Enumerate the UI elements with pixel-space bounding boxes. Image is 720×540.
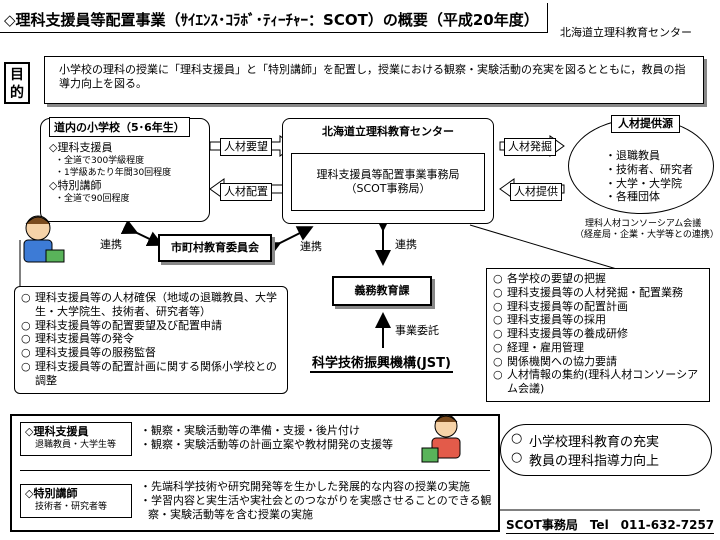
label-commission: 事業委託 [395,324,439,337]
lecturer-item: ・先端科学技術や研究開発等を生かした発展的な内容の授業の実施 [140,480,470,493]
center-tasks-box: 各学校の要望の把握 理科支援員等の人材発掘・配置業務 理科支援員等の配置計画 理… [486,268,710,402]
jst-label: 科学技術振興機構(JST) [310,352,453,373]
link-municipal-center [263,226,314,257]
center-task: 各学校の要望の把握 [493,272,703,286]
label-link-1: 連携 [100,238,122,251]
school-item-2: ・1学級あたり年間30回程度 [55,167,172,178]
scot-office-box: 理科支援員等配置事業事務局 （SCOT事務局） [291,153,485,211]
label-request: 人材要望 [220,138,272,156]
municipal-board-box: 市町村教育委員会 [158,234,272,262]
lecturer-item: ・学習内容と実生活や実社会とのつながりを実感させることのできる観察・実験活動等を… [140,493,492,521]
supporter-title: ◇理科支援員 [25,425,89,438]
center-task: 理科支援員等の採用 [493,313,703,327]
supporter-item: ・観察・実験活動等の計画立案や教材開発の支援等 [140,437,393,451]
center-org-box: 北海道立理科教育センター 理科支援員等配置事業事務局 （SCOT事務局） [282,118,494,224]
label-discovery: 人材発掘 [504,138,556,156]
org-top-right: 北海道立理科教育センター [560,26,692,39]
municipal-task: 理科支援員等の発令 [21,332,281,346]
municipal-task: 理科支援員等の配置要望及び配置申請 [21,319,281,333]
consortium-line2: （経産局・企業・大学等との連携） [575,230,719,240]
outcome-item: 教員の理科指導力向上 [511,450,701,469]
purpose-label-text: 目的 [10,67,24,101]
resource-ellipse: 人材提供源 ・退職教員 ・技術者、研究者 ・大学・大学院 ・各種団体 [568,115,714,214]
resource-item-1: ・技術者、研究者 [605,162,693,176]
label-link-2: 連携 [300,240,322,253]
municipal-tasks-box: 理科支援員等の人材確保（地域の退職教員、大学生・大学院生、技術者、研究者等） 理… [14,286,288,394]
school-box: 道内の小学校（5･6年生） ◇理科支援員 ・全道で300学級程度 ・1学級あたり… [40,117,210,222]
consortium-line1: 理科人材コンソーシアム会議 [585,219,702,229]
bottom-divider [20,470,490,471]
municipal-task: 理科支援員等の服務監督 [21,346,281,360]
resource-item-0: ・退職教員 [605,149,660,162]
label-provision: 人材提供 [510,183,562,201]
resource-title: 人材提供源 [611,115,680,133]
resource-item-2: ・大学・大学院 [605,176,682,190]
purpose-box: 小学校の理科の授業に「理科支援員」と「特別講師」を配置し，授業における観察・実験… [44,56,704,104]
center-task: 理科支援員等の人材発掘・配置業務 [493,286,703,300]
teacher-illustration-right [420,410,472,466]
center-task: 理科支援員等の配置計画 [493,300,703,314]
scot-office-line2: （SCOT事務局） [345,182,431,195]
link-school-municipal [120,219,164,247]
title-banner: ◇理科支援員等配置事業（ｻｲｴﾝｽ･ｺﾗﾎﾞ･ﾃｨｰﾁｬｰ：SCOT）の概要（平… [0,3,548,33]
lecturer-title: ◇特別講師 [25,487,78,500]
supporter-item: ・観察・実験活動等の準備・支援・後片付け [140,424,360,437]
school-item-0: ◇理科支援員 [49,141,113,154]
school-item-1: ・全道で300学級程度 [55,155,145,166]
label-placement: 人材配置 [220,183,272,201]
supporter-sub: 退職教員・大学生等 [35,439,117,450]
teacher-illustration-left [12,210,68,270]
resource-item-3: ・各種団体 [605,190,660,204]
purpose-text: 小学校の理科の授業に「理科支援員」と「特別講師」を配置し，授業における観察・実験… [59,63,686,90]
supporter-title-box: ◇理科支援員 退職教員・大学生等 [20,422,132,456]
center-task: 経理・雇用管理 [493,341,703,355]
lecturer-sub: 技術者・研究者等 [35,501,108,512]
center-org-title: 北海道立理科教育センター [322,125,454,138]
bottom-roles-box: ◇理科支援員 退職教員・大学生等 ・観察・実験活動等の準備・支援・後片付け ・観… [10,414,500,532]
center-task: 人材情報の集約(理科人材コンソーシアム会議) [493,368,703,396]
school-item-4: ・全道で90回程度 [55,193,130,204]
scot-office-line1: 理科支援員等配置事業事務局 [316,168,460,182]
lecturer-title-box: ◇特別講師 技術者・研究者等 [20,484,132,518]
center-task: 理科支援員等の養成研修 [493,327,703,341]
outcome-item: 小学校理科教育の充実 [511,431,701,450]
municipal-task: 理科支援員等の配置計画に関する関係小学校との調整 [21,360,281,388]
compulsory-education-box: 義務教育課 [332,276,432,306]
school-title: 道内の小学校（5･6年生） [49,117,190,137]
arrow-outcomes [479,480,700,511]
municipal-task: 理科支援員等の人材確保（地域の退職教員、大学生・大学院生、技術者、研究者等） [21,291,281,319]
purpose-label: 目的 [4,62,30,104]
school-item-3: ◇特別講師 [49,179,102,193]
page-title: ◇理科支援員等配置事業（ｻｲｴﾝｽ･ｺﾗﾎﾞ･ﾃｨｰﾁｬｰ：SCOT）の概要（平… [4,11,539,29]
outcomes-box: 小学校理科教育の充実 教員の理科指導力向上 [500,424,712,476]
contact-info: SCOT事務局 Tel 011-632-7257 [506,518,715,534]
label-link-3: 連携 [395,238,417,251]
center-callout-line [469,224,621,271]
center-task: 関係機関への協力要請 [493,355,703,369]
